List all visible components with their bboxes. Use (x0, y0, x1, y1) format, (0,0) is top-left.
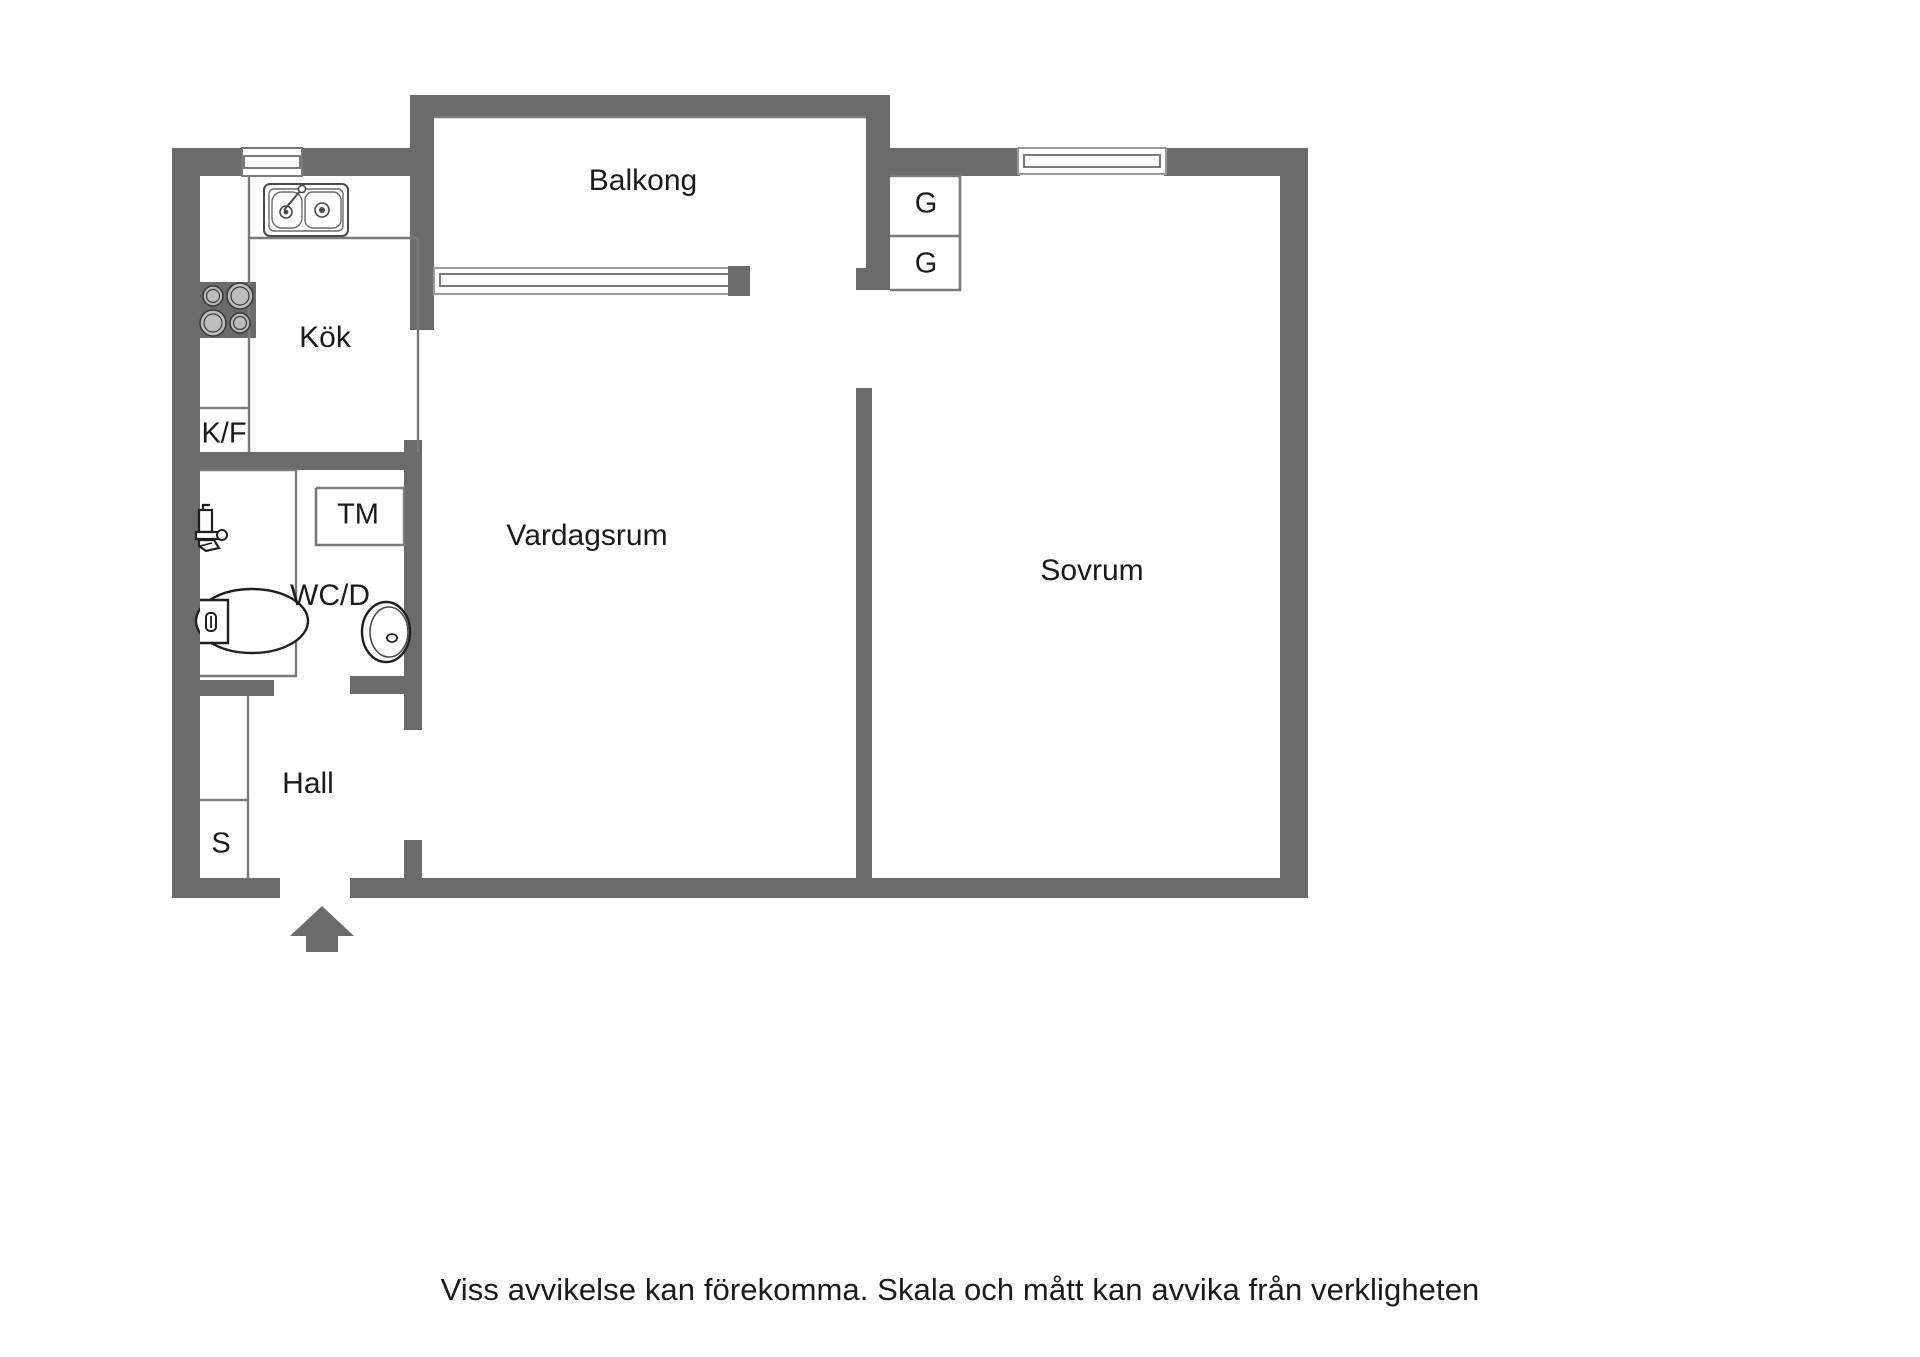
wall-left-outer (172, 148, 200, 896)
floor-plan-svg: Balkong Kök Vardagsrum Sovrum WC/D Hall … (172, 95, 1308, 952)
wall-top-bedroom-left (890, 148, 1020, 176)
room-labels: Balkong Kök Vardagsrum Sovrum WC/D Hall (282, 164, 1144, 800)
openings (241, 147, 1167, 952)
washbasin-icon (360, 600, 412, 664)
room-label-wc-d: WC/D (290, 579, 370, 612)
disclaimer-caption: Viss avvikelse kan förekomma. Skala och … (440, 1272, 1480, 1307)
walls (172, 95, 1308, 898)
storage-label-s: S (211, 828, 230, 860)
storage-labels: K/F TM S G G (201, 188, 937, 860)
window-kitchen (241, 147, 303, 177)
wall-wc-hall-divider-left (196, 680, 274, 696)
room-label-balkong: Balkong (589, 164, 697, 197)
wall-living-bedroom-upper (866, 148, 890, 290)
floor-plan-drawing: Balkong Kök Vardagsrum Sovrum WC/D Hall … (172, 95, 1308, 952)
storage-label-g-top: G (915, 188, 938, 220)
wall-bottom-main (350, 878, 1308, 898)
room-label-vardagsrum: Vardagsrum (506, 519, 667, 552)
window-bedroom (1017, 147, 1167, 175)
toilet-icon (194, 587, 310, 655)
wall-balcony-bottom-left (410, 306, 434, 330)
wall-wc-living-divider (404, 440, 422, 730)
shower-icon (194, 503, 228, 553)
wall-top-kitchen-right (300, 148, 420, 176)
wall-bottom-left (172, 878, 280, 898)
fixtures (194, 183, 412, 664)
wall-kitchen-wc-divider (172, 452, 420, 470)
room-label-sovrum: Sovrum (1040, 554, 1143, 587)
wall-balcony-left (410, 95, 434, 330)
wall-closet-bottom (856, 268, 890, 290)
storage-label-tm: TM (337, 499, 379, 531)
storage-label-g-bottom: G (915, 248, 938, 280)
room-label-hall: Hall (282, 767, 334, 800)
wall-wc-hall-divider-right (350, 676, 422, 694)
entrance-arrow (290, 906, 354, 952)
balcony-door (433, 266, 750, 296)
interior-lines (200, 115, 962, 878)
room-label-kok: Kök (299, 321, 352, 354)
wall-hall-stub (404, 840, 422, 882)
wall-right-outer (1280, 148, 1308, 896)
wall-top-kitchen-left (172, 148, 242, 176)
stove-icon (199, 282, 254, 337)
kitchen-sink-icon (263, 183, 349, 237)
shower-box (200, 468, 298, 678)
storage-label-kf: K/F (201, 418, 246, 450)
wall-living-bedroom-divider (856, 388, 872, 896)
wall-balcony-top (410, 95, 890, 117)
